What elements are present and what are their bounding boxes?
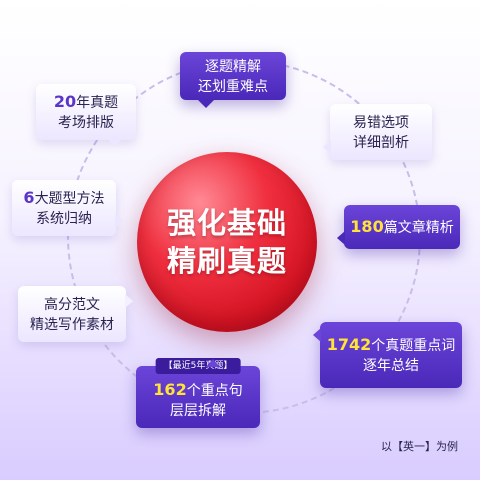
feature-card-key-words: 1742个真题重点词 逐年总结 [313, 322, 462, 388]
feature-card-line-1: 易错选项 [353, 112, 409, 133]
feature-card-line-1: 20年真题 [54, 92, 118, 113]
feature-card-line-2: 还划重难点 [198, 78, 268, 95]
feature-text: 个重点句 [186, 382, 243, 399]
feature-highlight: 180 [350, 216, 384, 236]
feature-highlight: 162 [153, 379, 187, 399]
feature-card-line-2: 逐年总结 [363, 357, 419, 374]
feature-card-key-sentences: 【最近5年真题】 162个重点句 层层拆解 [136, 358, 260, 428]
feature-card-line-2: 详细剖析 [353, 134, 409, 151]
speech-tail [108, 139, 122, 147]
feature-card-model-essays: 高分范文 精选写作素材 [18, 286, 133, 342]
feature-text: 易错选项 [353, 114, 409, 131]
example-footnote: 以【英一】为例 [381, 440, 458, 453]
feature-card-line-2: 考场排版 [58, 114, 114, 131]
feature-text: 个真题重点词 [371, 337, 456, 354]
feature-card-line-2: 精选写作素材 [30, 316, 114, 333]
feature-highlight: 1742 [326, 334, 372, 354]
speech-tail [125, 294, 133, 308]
speech-tail [198, 100, 214, 108]
feature-text: 高分范文 [44, 296, 100, 313]
recent-years-tag: 【最近5年真题】 [155, 358, 241, 374]
feature-highlight: 6 [23, 187, 35, 207]
feature-card-line-2: 系统归纳 [36, 210, 92, 227]
feature-card-wrong-options: 易错选项 详细剖析 [323, 104, 432, 160]
feature-text: 逐题精解 [205, 58, 261, 75]
feature-card-article-analysis: 180篇文章精析 [337, 205, 460, 249]
feature-card-line-1: 逐题精解 [205, 56, 261, 77]
feature-text: 篇文章精析 [383, 219, 454, 236]
speech-tail [323, 140, 331, 154]
speech-tail [337, 231, 345, 245]
feature-card-line-1: 1742个真题重点词 [327, 335, 456, 356]
speech-tail [313, 328, 321, 342]
feature-card-line-1: 162个重点句 [153, 380, 242, 401]
center-badge: 强化基础 精刷真题 [137, 152, 317, 332]
center-line-1: 强化基础 [166, 206, 287, 240]
center-line-2: 精刷真题 [166, 244, 287, 278]
feature-card-line-1: 6大题型方法 [23, 188, 104, 209]
feature-card-exam-analysis: 逐题精解 还划重难点 [180, 52, 286, 108]
speech-tail [115, 214, 123, 228]
feature-card-past-exams: 20年真题 考场排版 [36, 84, 136, 147]
feature-text: 年真题 [76, 94, 119, 111]
speech-tail [206, 359, 220, 367]
feature-card-line-1: 180篇文章精析 [350, 217, 453, 238]
feature-text: 大题型方法 [34, 190, 105, 207]
feature-card-line-2: 层层拆解 [170, 402, 226, 419]
feature-card-question-types: 6大题型方法 系统归纳 [12, 180, 123, 236]
feature-highlight: 20 [53, 91, 77, 111]
feature-card-line-1: 高分范文 [44, 294, 100, 315]
